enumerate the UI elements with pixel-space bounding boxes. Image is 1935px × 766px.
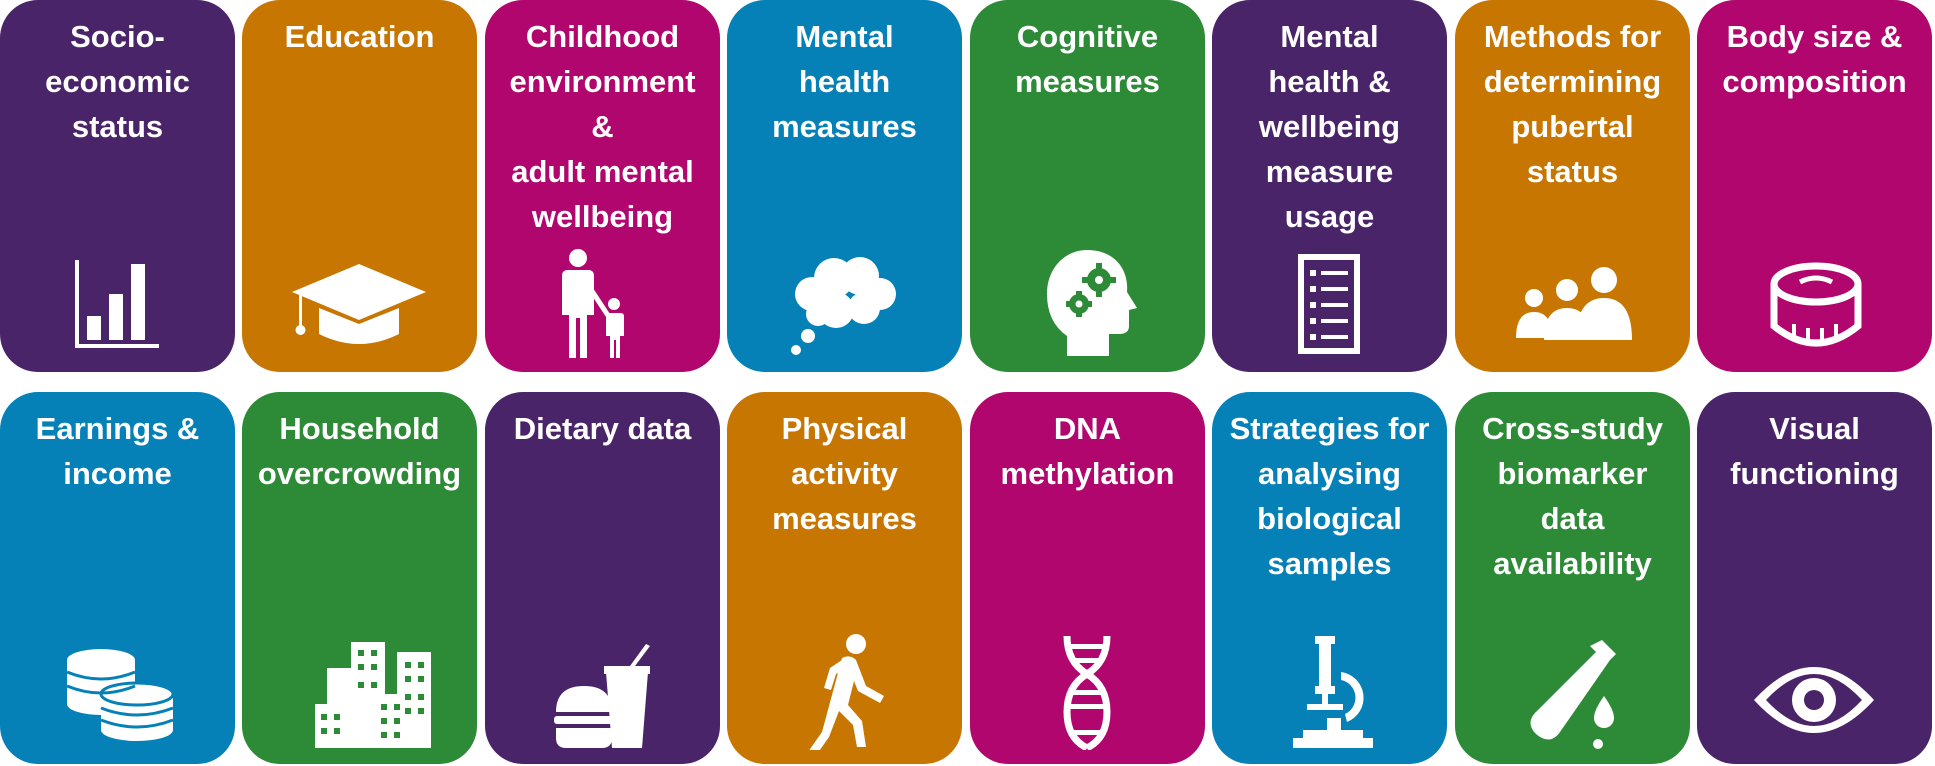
- burger-drink-icon: [522, 634, 682, 750]
- tile-pubertal-status-methods[interactable]: Methods for determining pubertal status: [1455, 0, 1690, 372]
- tile-childhood-environment[interactable]: Childhood environment & adult mental wel…: [485, 0, 720, 372]
- tile-title: Visual functioning: [1730, 411, 1899, 491]
- tile-title: Methods for determining pubertal status: [1483, 19, 1662, 189]
- tile-cross-study-biomarker[interactable]: Cross-study biomarker data availability: [1455, 392, 1690, 764]
- tile-education[interactable]: Education: [242, 0, 477, 372]
- tile-title: Education: [284, 19, 435, 54]
- tile-earnings-income[interactable]: Earnings & income: [0, 392, 235, 764]
- group-of-people-icon: [1492, 242, 1652, 358]
- coin-stacks-icon: [37, 634, 197, 750]
- tile-title: Socio- economic status: [45, 19, 190, 144]
- tile-title: Household overcrowding: [257, 411, 462, 491]
- tile-title: Mental health & wellbeing measure usage: [1258, 19, 1401, 234]
- tile-cognitive-measures[interactable]: Cognitive measures: [970, 0, 1205, 372]
- eye-icon: [1734, 634, 1894, 750]
- tile-dietary-data[interactable]: Dietary data: [485, 392, 720, 764]
- tile-title: Childhood environment & adult mental wel…: [509, 19, 696, 234]
- bar-chart-icon: [37, 242, 197, 358]
- tile-body-size-composition[interactable]: Body size & composition: [1697, 0, 1932, 372]
- tile-title: Dietary data: [513, 411, 692, 446]
- tile-household-overcrowding[interactable]: Household overcrowding: [242, 392, 477, 764]
- parent-child-icon: [522, 242, 682, 358]
- test-tube-icon: [1492, 634, 1652, 750]
- dna-helix-icon: [1007, 634, 1167, 750]
- tile-title: Earnings & income: [35, 411, 200, 491]
- tile-dna-methylation[interactable]: DNA methylation: [970, 392, 1205, 764]
- graduation-cap-icon: [279, 242, 439, 358]
- tile-title: Strategies for analysing biological samp…: [1229, 411, 1430, 581]
- tile-title: DNA methylation: [1000, 411, 1175, 491]
- checklist-icon: [1249, 242, 1409, 358]
- buildings-icon: [279, 634, 439, 750]
- tape-measure-icon: [1734, 242, 1894, 358]
- tile-physical-activity-measures[interactable]: Physical activity measures: [727, 392, 962, 764]
- tile-visual-functioning[interactable]: Visual functioning: [1697, 392, 1932, 764]
- tile-socio-economic-status[interactable]: Socio- economic status: [0, 0, 235, 372]
- thought-cloud-icon: [764, 242, 924, 358]
- tile-biological-samples-strategies[interactable]: Strategies for analysing biological samp…: [1212, 392, 1447, 764]
- tile-title: Physical activity measures: [772, 411, 917, 536]
- tile-title: Cognitive measures: [1015, 19, 1160, 99]
- tile-title: Body size & composition: [1722, 19, 1907, 99]
- tile-mental-health-measures[interactable]: Mental health measures: [727, 0, 962, 372]
- microscope-icon: [1249, 634, 1409, 750]
- tile-title: Cross-study biomarker data availability: [1482, 411, 1663, 581]
- tile-mental-health-wellbeing-usage[interactable]: Mental health & wellbeing measure usage: [1212, 0, 1447, 372]
- walking-person-icon: [764, 634, 924, 750]
- head-gears-icon: [1007, 242, 1167, 358]
- tile-title: Mental health measures: [772, 19, 917, 144]
